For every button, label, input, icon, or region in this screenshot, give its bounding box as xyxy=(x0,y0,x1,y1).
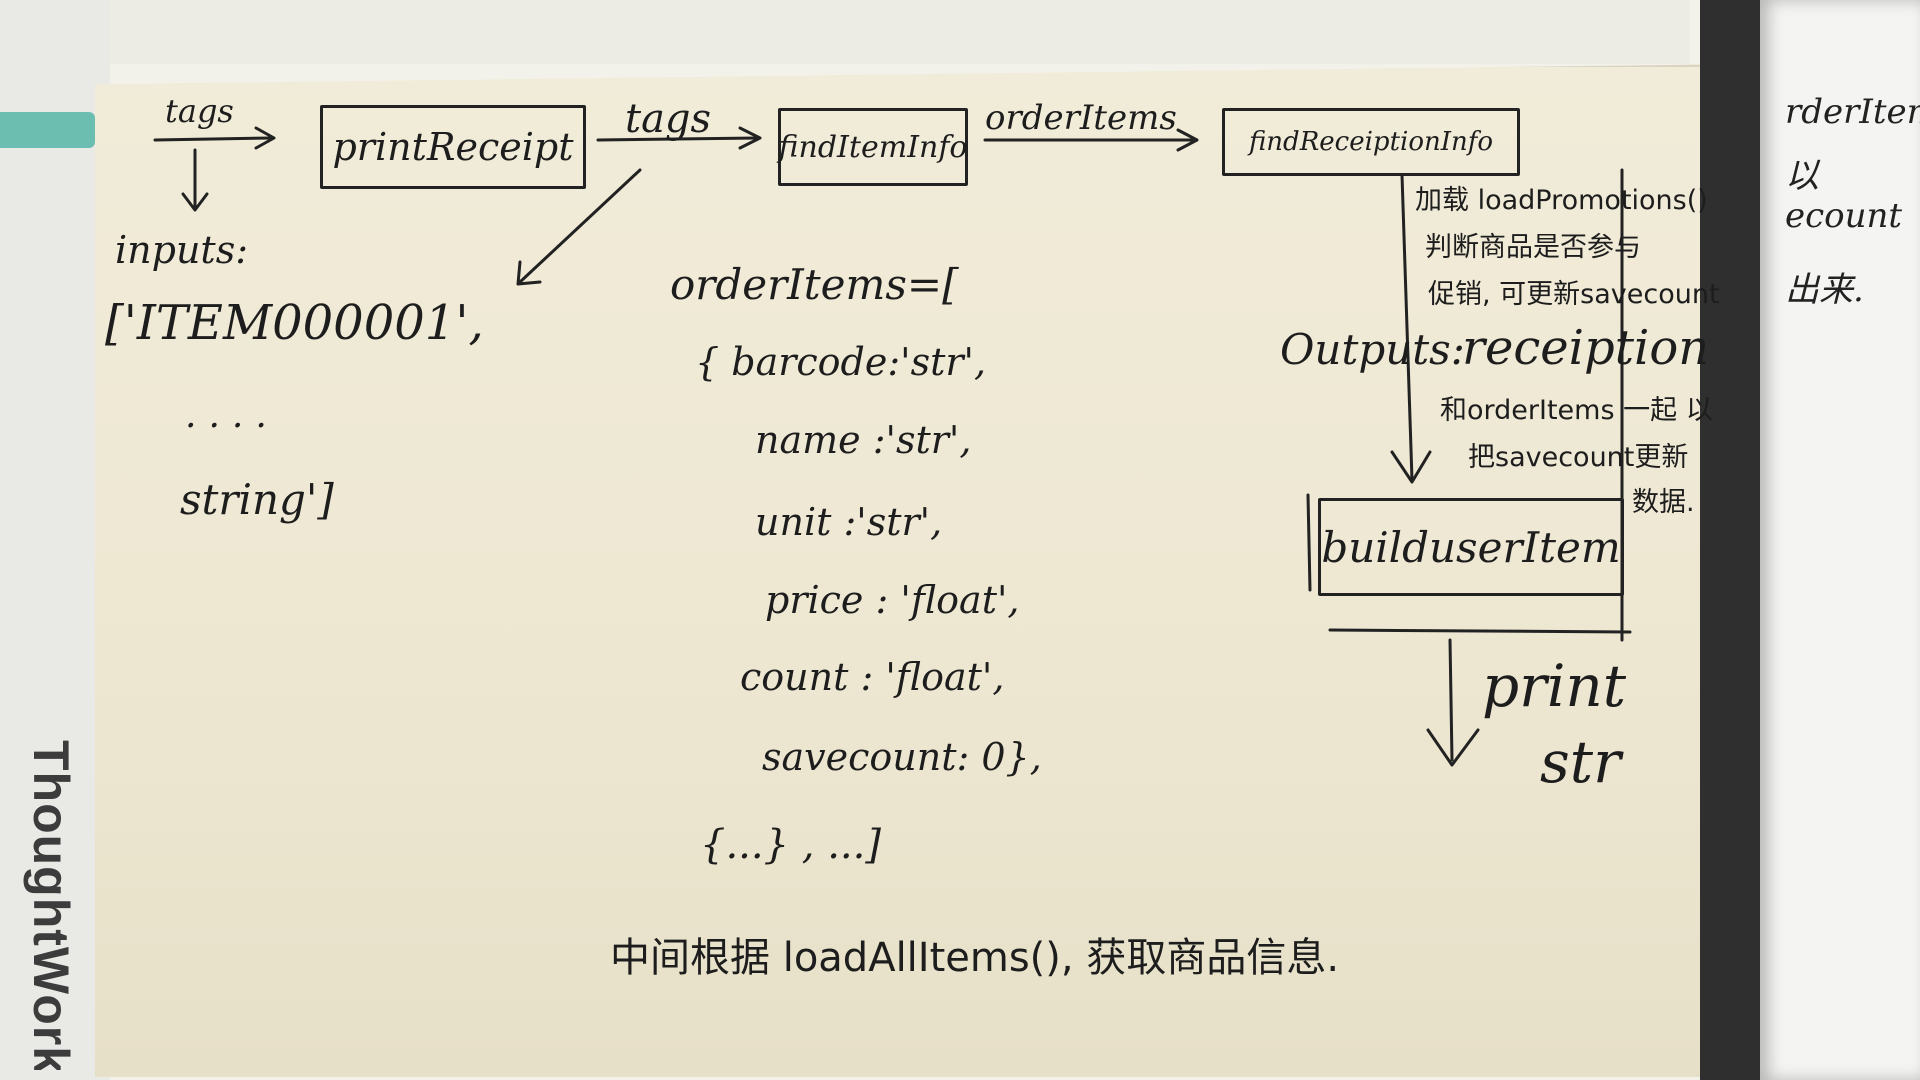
right-page xyxy=(1760,0,1920,1080)
function-box-builduseritem: builduserItem xyxy=(1318,498,1624,596)
edge-label-order-items: orderItems xyxy=(985,98,1177,138)
desk-background xyxy=(0,0,110,1080)
arrow-diagonal-to-inputs xyxy=(518,168,642,284)
promotion-note-line: 判断商品是否参与 xyxy=(1425,232,1641,263)
right-page-line: ecount xyxy=(1785,196,1903,236)
promotion-note-line: 加载 loadPromotions() xyxy=(1415,185,1708,216)
edge-label-tags-in: tags xyxy=(165,92,234,130)
orderitems-footer: {...} , ...] xyxy=(700,822,881,868)
print-output-line: print xyxy=(1482,652,1627,720)
right-page-line: 以 xyxy=(1785,156,1819,196)
function-box-finditeminfo: findItemInfo xyxy=(778,108,968,186)
notebook-page xyxy=(95,64,1855,1077)
brand-watermark: ThoughtWorks xyxy=(23,740,79,1070)
orderitems-field: name :'str', xyxy=(755,418,972,462)
outputs-note-line: 和orderItems 一起 以 xyxy=(1440,395,1713,426)
orderitems-field: price : 'float', xyxy=(765,578,1020,622)
middle-note: 中间根据 loadAllItems(), 获取商品信息. xyxy=(610,935,1340,981)
inputs-label: inputs: xyxy=(115,228,248,272)
orderitems-field: unit :'str', xyxy=(755,500,943,544)
print-output-line: str xyxy=(1540,728,1621,796)
right-page-line: 出来. xyxy=(1785,270,1864,310)
arrow-builduseritem-to-print xyxy=(1448,638,1454,762)
outputs-note-line: 数据. xyxy=(1632,487,1695,518)
function-box-printreceipt: printReceipt xyxy=(320,105,586,189)
edge-label-tags-mid: tags xyxy=(625,96,712,142)
bookmark-ribbon xyxy=(0,112,95,148)
inputs-line: string'] xyxy=(180,475,334,524)
inputs-ellipsis: .... xyxy=(185,395,279,436)
arrow-tags-to-printreceipt xyxy=(153,136,274,142)
arrow-printreceipt-to-finditeminfo xyxy=(596,136,760,142)
inputs-line: ['ITEM000001', xyxy=(105,295,484,351)
desk-top-edge xyxy=(110,0,1690,64)
orderitems-header: orderItems=[ xyxy=(670,260,959,309)
orderitems-field: count : 'float', xyxy=(740,655,1005,699)
promotion-note-line: 促销, 可更新savecount xyxy=(1428,279,1720,310)
outputs-note-line: 把savecount更新 xyxy=(1468,442,1689,473)
orderitems-field: savecount: 0}, xyxy=(762,735,1042,779)
right-page-line: rderItems xyxy=(1785,92,1920,132)
outputs-label: Outputs: xyxy=(1280,325,1465,374)
orderitems-field: { barcode:'str', xyxy=(695,340,987,384)
arrow-findreceipt-to-builduseritem xyxy=(1400,173,1414,482)
function-box-findreceiptinfo: findReceiptionInfo xyxy=(1222,108,1520,176)
outputs-value: receiption xyxy=(1462,320,1710,376)
